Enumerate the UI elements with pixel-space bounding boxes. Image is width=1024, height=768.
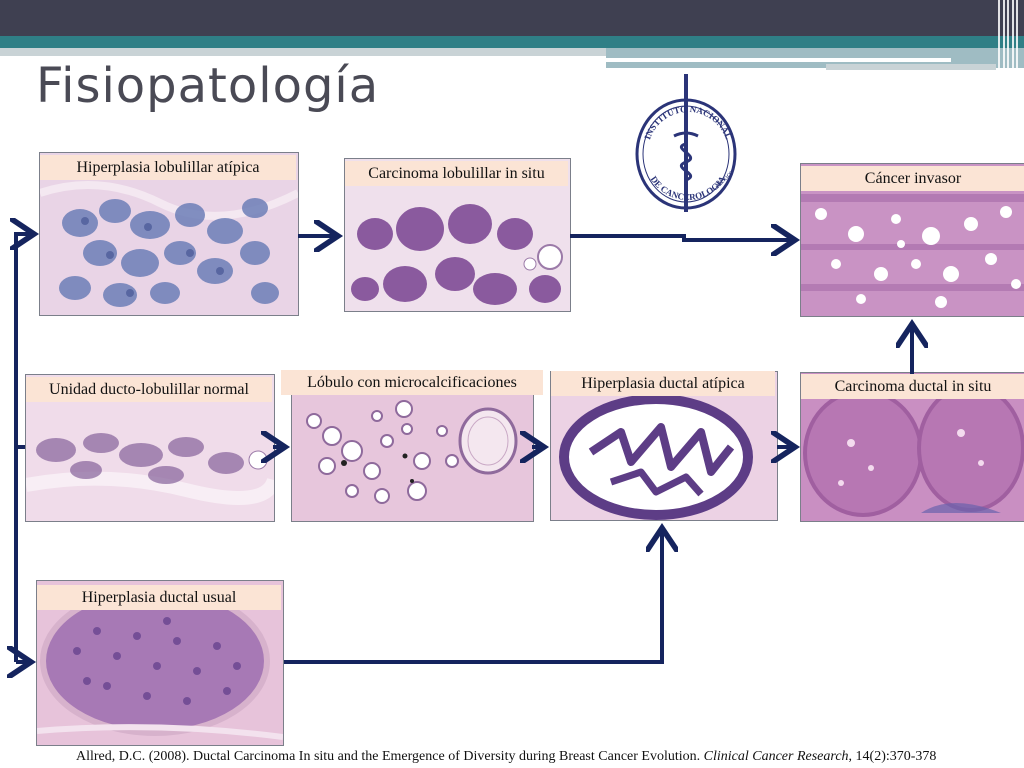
label-hiperplasia-ductal-usual: Hiperplasia ductal usual <box>37 585 281 610</box>
panel-hiperplasia-ductal-atipica <box>550 371 778 521</box>
institute-logo: INSTITUTO NACIONAL DE CANCEROLOGIA Méxic… <box>635 74 737 212</box>
panel-lobulo-con-microcalcificaciones <box>291 370 534 522</box>
accent-band-short <box>826 64 996 70</box>
micrograph-image <box>551 372 777 520</box>
corner-bars <box>994 0 1024 70</box>
citation-tail: , 14(2):370-378 <box>848 749 937 764</box>
citation-lead: Allred, D.C. (2008). Ductal Carcinoma In… <box>76 749 704 764</box>
accent-band-teal <box>0 36 1024 48</box>
label-carcinoma-ductal-in-situ: Carcinoma ductal in situ <box>801 374 1024 399</box>
label-cancer-invasor: Cáncer invasor <box>801 166 1024 191</box>
label-unidad-ducto-lobulillar-normal: Unidad ducto-lobulillar normal <box>26 377 272 402</box>
label-hiperplasia-ductal-atipica: Hiperplasia ductal atípica <box>551 371 775 396</box>
micrograph-image <box>292 371 533 521</box>
micrograph-image <box>40 153 298 315</box>
citation-journal: Clinical Cancer Research <box>703 749 849 764</box>
label-carcinoma-lobulillar-in-situ: Carcinoma lobulillar in situ <box>345 161 568 186</box>
label-hiperplasia-lobulillar-atipica: Hiperplasia lobulillar atípica <box>40 155 296 180</box>
arrow-cls-to-invasor <box>570 236 795 240</box>
label-lobulo-con-microcalcificaciones: Lóbulo con microcalcificaciones <box>281 370 543 395</box>
accent-band-white-line <box>606 58 951 62</box>
slide-title: Fisiopatología <box>36 58 380 114</box>
arrow-hdu-to-hda <box>284 528 662 664</box>
citation: Allred, D.C. (2008). Ductal Carcinoma In… <box>76 749 1024 765</box>
accent-band-light <box>0 48 606 56</box>
top-bar <box>0 0 1024 36</box>
